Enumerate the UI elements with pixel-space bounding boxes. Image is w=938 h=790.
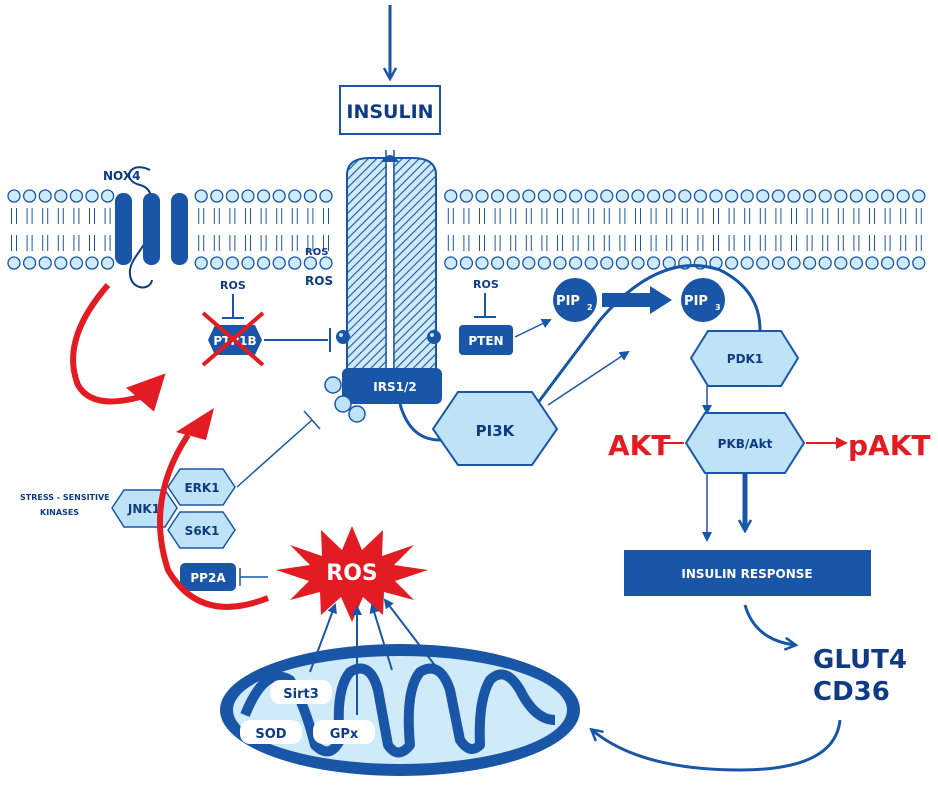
- response-to-glut4-arrow: [743, 604, 795, 645]
- pp2a-box: [180, 563, 236, 591]
- pip2-label: PIP: [556, 294, 580, 309]
- s6k1-box: [167, 511, 236, 549]
- pakt-label: pAKT: [848, 429, 931, 462]
- pip2-subscript: 2: [587, 303, 593, 312]
- gpx-label: GPx: [330, 727, 359, 742]
- pten-box: [459, 325, 513, 355]
- insulin-label: INSULIN: [346, 101, 433, 123]
- ros-receptor-label-a: ROS: [305, 247, 328, 258]
- jnk1-label: JNK1: [127, 502, 160, 516]
- erk1-inhibition-line: [236, 419, 313, 488]
- nox4-channel: NOX4: [103, 166, 188, 289]
- ros-burst: [276, 526, 428, 622]
- glut4-to-mitochondria-arrow: [592, 719, 842, 772]
- insulin-response-box: [624, 550, 871, 596]
- ptp1b-cross-line-b: [201, 311, 265, 367]
- erk1-label: ERK1: [184, 481, 219, 495]
- sod-pill: [240, 720, 302, 744]
- ros-burst-label: ROS: [326, 561, 378, 586]
- akt-label: AKT: [608, 429, 670, 462]
- pip3-circle: [681, 278, 725, 322]
- mitochondrion: [220, 644, 580, 776]
- cd36-label: CD36: [813, 677, 890, 707]
- ros-ptp1b-label: ROS: [220, 279, 246, 292]
- insulin-receptor: [336, 150, 441, 376]
- ros-to-ptp1b-red-arrow: [157, 433, 270, 610]
- irs-box: [342, 368, 442, 404]
- pip3-subscript: 3: [715, 303, 721, 312]
- ros-receptor-label-b: ROS: [305, 274, 333, 288]
- pkb-akt-label: PKB/Akt: [718, 437, 773, 451]
- sod-label: SOD: [255, 727, 286, 742]
- irs-bubbles: [324, 376, 366, 423]
- irs-to-pdk1-curve: [398, 264, 762, 442]
- pdk1-box: [689, 330, 800, 387]
- glut4-label: GLUT4: [813, 645, 907, 675]
- pp2a-label: PP2A: [190, 571, 226, 585]
- insulin-box: [339, 85, 441, 135]
- sirt3-label: Sirt3: [283, 687, 319, 702]
- pi3k-box: [431, 391, 559, 466]
- mito-to-ros-arrows: [309, 598, 441, 715]
- pip-conversion-arrow: [602, 286, 672, 314]
- s6k1-label: S6K1: [185, 524, 220, 538]
- pten-label: PTEN: [468, 334, 503, 348]
- stress-kinases-label-line1: STRESS - SENSITIVE: [20, 493, 110, 502]
- stress-kinases-label-line2: KINASES: [40, 508, 79, 517]
- cell-membrane: [7, 189, 926, 270]
- pip2-circle: [553, 278, 597, 322]
- pdk1-label: PDK1: [727, 352, 763, 366]
- insulin-response-label: INSULIN RESPONSE: [681, 567, 812, 581]
- pi3k-label: PI3K: [476, 422, 516, 440]
- erk1-box: [167, 468, 236, 506]
- sirt3-pill: [270, 680, 332, 704]
- gpx-pill: [313, 720, 375, 744]
- nox4-label: NOX4: [103, 169, 140, 183]
- pkb-akt-box: [684, 412, 806, 474]
- irs-label: IRS1/2: [373, 380, 416, 394]
- ros-pten-label: ROS: [473, 278, 499, 291]
- nox4-to-ptp1b-red-arrow: [70, 283, 141, 405]
- pip3-label: PIP: [684, 294, 708, 309]
